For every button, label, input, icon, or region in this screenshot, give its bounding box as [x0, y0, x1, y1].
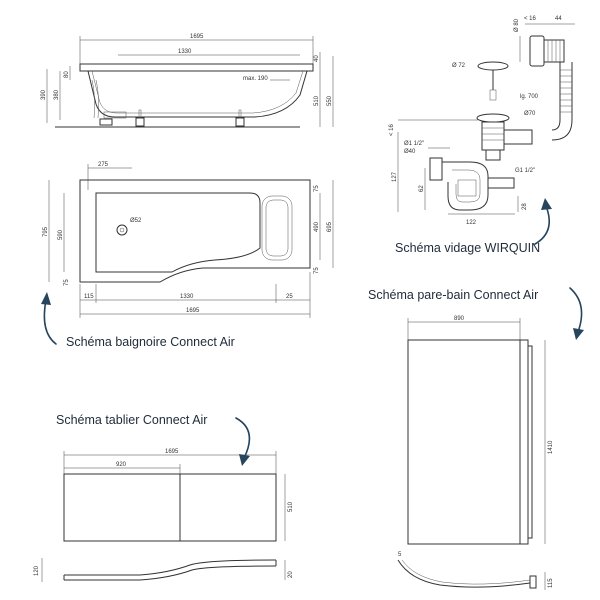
dim-top-75c: 75 — [314, 267, 320, 274]
caption-bath: Schéma baignoire Connect Air — [66, 335, 235, 349]
dim-top-275: 275 — [98, 162, 109, 168]
dim-panel-1695: 1695 — [165, 449, 179, 455]
dim-panel-920: 920 — [116, 462, 127, 468]
dim-waste-h127: 127 — [392, 171, 398, 182]
dim-side-390: 390 — [41, 89, 47, 100]
dim-side-inner: 1330 — [178, 49, 192, 55]
dim-waste-h62: 62 — [419, 185, 425, 192]
dim-waste-g112: G1 1/2" — [515, 168, 535, 174]
bath-top-view: 275 Ø52 795 590 75 75 490 75 695 115 133… — [43, 162, 334, 318]
caption-waste: Schéma vidage WIRQUIN — [395, 241, 540, 255]
dim-screen-5: 5 — [398, 552, 402, 558]
caption-panel: Schéma tablier Connect Air — [56, 413, 207, 427]
dim-screen-115: 115 — [548, 578, 554, 588]
arrow-bath — [41, 292, 57, 345]
dim-waste-w122: 122 — [466, 220, 477, 226]
dim-waste-d70: Ø70 — [524, 111, 536, 117]
dim-top-1695: 1695 — [186, 308, 200, 314]
dim-waste-d40: Ø40 — [404, 149, 416, 155]
arrow-screen — [569, 287, 584, 340]
waste-diagram: Ø 80 < 16 44 lg. 700 Ø 72 Ø70 — [389, 16, 575, 226]
dim-top-795: 795 — [43, 226, 49, 237]
dim-top-490: 490 — [314, 221, 320, 232]
dim-side-380: 380 — [54, 89, 60, 100]
dim-waste-h28: 28 — [522, 203, 528, 210]
dim-side-length: 1695 — [190, 34, 204, 40]
caption-screen: Schéma pare-bain Connect Air — [368, 288, 538, 302]
dim-top-75b: 75 — [314, 185, 320, 192]
dim-waste-w16: < 16 — [524, 16, 537, 22]
dim-side-40: 40 — [314, 55, 320, 62]
dim-waste-lg: lg. 700 — [520, 94, 539, 100]
dim-panel-510: 510 — [288, 501, 294, 512]
dim-top-25: 25 — [286, 294, 293, 300]
dim-top-75a: 75 — [64, 279, 70, 286]
dim-waste-h16: < 16 — [389, 123, 395, 136]
dim-top-590: 590 — [58, 229, 64, 240]
dim-panel-120: 120 — [34, 565, 40, 576]
dim-waste-w44: 44 — [555, 16, 562, 22]
dim-side-510: 510 — [314, 95, 320, 106]
dim-screen-1410: 1410 — [548, 440, 554, 454]
dim-top-drain: Ø52 — [130, 218, 142, 224]
dim-waste-d80: Ø 80 — [514, 18, 520, 32]
bath-side-view: 1695 1330 max. 190 390 380 80 40 510 — [41, 34, 334, 128]
arrow-panel — [235, 417, 251, 466]
dim-top-115: 115 — [84, 294, 94, 300]
dim-top-1330: 1330 — [180, 294, 194, 300]
panel-diagram: 1695 920 510 120 20 — [34, 449, 294, 582]
screen-diagram: 890 1410 5 115 — [397, 316, 554, 590]
dim-top-695: 695 — [327, 221, 333, 232]
arrow-waste — [534, 198, 552, 245]
dim-side-80: 80 — [64, 71, 70, 78]
dim-side-550: 550 — [327, 95, 333, 106]
dim-waste-d72: Ø 72 — [452, 63, 466, 69]
dim-panel-20: 20 — [288, 571, 294, 578]
dim-screen-890: 890 — [454, 316, 465, 322]
dim-waste-d112: Ø1 1/2" — [404, 141, 424, 147]
dim-side-max: max. 190 — [243, 76, 268, 82]
